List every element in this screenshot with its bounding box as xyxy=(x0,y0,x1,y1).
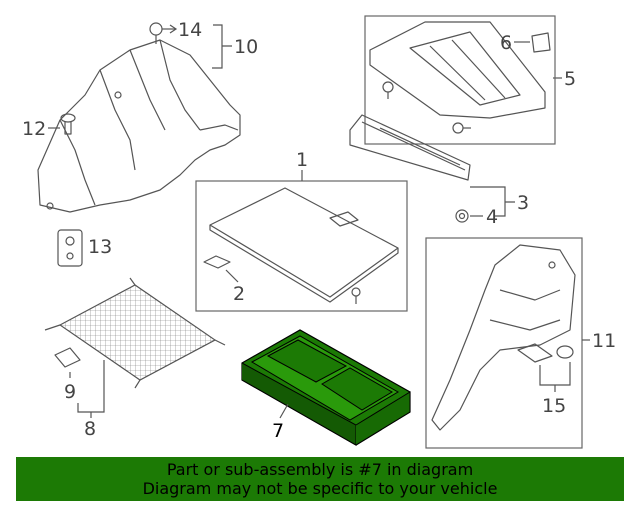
callout-5[interactable]: 5 xyxy=(564,68,576,90)
floor-cover-board[interactable] xyxy=(209,187,399,303)
callout-1[interactable]: 1 xyxy=(296,149,308,171)
trim-bracket-15a[interactable] xyxy=(517,343,553,363)
callout-7[interactable]: 7 xyxy=(272,420,284,442)
floor-screw[interactable] xyxy=(351,287,361,304)
callout-6[interactable]: 6 xyxy=(500,32,512,54)
net-hook-9[interactable] xyxy=(54,347,81,368)
screw-12[interactable] xyxy=(60,113,76,135)
banner-line-2: Diagram may not be specific to your vehi… xyxy=(142,479,498,498)
tray-screw-left[interactable] xyxy=(382,81,394,99)
banner-line-1: Part or sub-assembly is #7 in diagram xyxy=(166,460,474,479)
callout-14[interactable]: 14 xyxy=(178,19,202,41)
quarter-trim-panel[interactable] xyxy=(37,39,241,213)
callout-3[interactable]: 3 xyxy=(517,192,529,214)
clip-6[interactable] xyxy=(531,32,551,53)
callout-11[interactable]: 11 xyxy=(592,330,616,352)
callout-13[interactable]: 13 xyxy=(88,236,112,258)
bracket-8 xyxy=(77,360,105,418)
bracket-10 xyxy=(212,24,232,69)
bracket-15 xyxy=(539,362,571,392)
trim-clip-15b[interactable] xyxy=(556,345,574,359)
callout-15[interactable]: 15 xyxy=(542,395,566,417)
callout-10[interactable]: 10 xyxy=(234,36,258,58)
callout-2[interactable]: 2 xyxy=(233,283,245,305)
handle-2[interactable] xyxy=(203,255,231,269)
side-trim-panel[interactable] xyxy=(431,244,576,431)
diagram-notice-banner: Part or sub-assembly is #7 in diagram Di… xyxy=(16,457,624,501)
leader-14-arrow xyxy=(169,24,178,34)
sill-clip-4[interactable] xyxy=(455,209,469,223)
leader-7 xyxy=(279,403,289,419)
trunk-sill-plate[interactable] xyxy=(349,114,471,181)
leader-2 xyxy=(225,269,239,283)
bracket-3 xyxy=(470,186,515,217)
group-box-5 xyxy=(364,15,556,145)
grommet-13[interactable] xyxy=(57,229,83,267)
callout-9[interactable]: 9 xyxy=(64,381,76,403)
callout-8[interactable]: 8 xyxy=(84,418,96,440)
tray-screw-right[interactable] xyxy=(452,122,471,134)
storage-tray-highlighted[interactable] xyxy=(241,329,411,446)
group-box-1 xyxy=(195,180,408,312)
callout-4[interactable]: 4 xyxy=(486,206,498,228)
callout-12[interactable]: 12 xyxy=(22,118,46,140)
package-tray[interactable] xyxy=(369,21,546,119)
cargo-net[interactable] xyxy=(44,277,226,389)
group-box-11 xyxy=(425,237,583,449)
